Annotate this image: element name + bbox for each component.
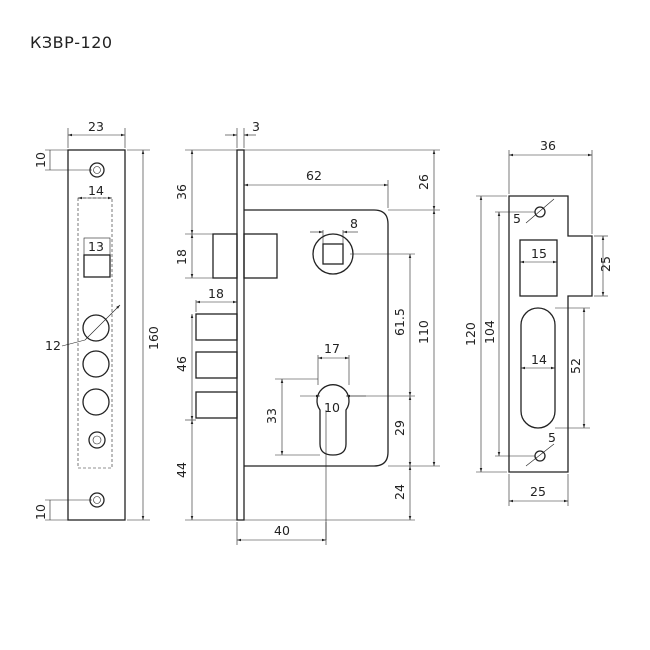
strike-top-screw bbox=[534, 206, 546, 218]
bottom-screw-inner bbox=[93, 496, 101, 504]
dim-faceplate-top-offset: 10 bbox=[33, 152, 48, 168]
dim-cyl-backset: 40 bbox=[274, 523, 290, 538]
lock-body-box bbox=[244, 209, 389, 467]
deadbolt-2 bbox=[195, 351, 238, 379]
dim-body-height: 110 bbox=[416, 320, 431, 344]
dim-strike-screw-top: 5 bbox=[513, 211, 521, 226]
mid-screw-inner bbox=[92, 435, 102, 445]
dim-latch-height: 18 bbox=[174, 249, 189, 265]
dim-cyl-height: 33 bbox=[264, 408, 279, 424]
strike-plate-view: 36 25 15 5 14 52 5 120 104 bbox=[463, 138, 613, 506]
dim-faceplate-height: 160 bbox=[146, 326, 161, 350]
top-screw-inner bbox=[93, 166, 101, 174]
dim-cyl-pin: 10 bbox=[324, 400, 340, 415]
dim-bolt-length: 18 bbox=[208, 286, 224, 301]
dim-square-hole: 13 bbox=[88, 239, 104, 254]
bolt-hole-2 bbox=[82, 350, 110, 378]
strike-latch-window bbox=[519, 239, 558, 297]
latch-square-label-box bbox=[83, 237, 111, 256]
dim-top-gap: 26 bbox=[416, 174, 431, 190]
dim-top-to-box: 36 bbox=[174, 184, 189, 200]
deadbolt-1 bbox=[195, 313, 238, 341]
body-faceplate-edge bbox=[236, 149, 245, 521]
dim-bottom-gap: 24 bbox=[392, 484, 407, 500]
dim-slot-width: 14 bbox=[88, 183, 104, 198]
dim-strike-bolt-window: 14 bbox=[531, 352, 547, 367]
dim-cylinder-hole: 12 bbox=[45, 338, 61, 353]
dim-strike-latch-window: 15 bbox=[531, 246, 547, 261]
faceplate-view: 23 160 10 10 14 13 12 bbox=[33, 119, 161, 521]
dim-bolt-pitch: 46 bbox=[174, 356, 189, 372]
dim-cyl-bottom: 29 bbox=[392, 420, 407, 436]
bolt-hole-1 bbox=[82, 314, 110, 342]
dim-strike-latch-height: 25 bbox=[598, 256, 613, 272]
mid-screw-hole bbox=[88, 431, 106, 449]
latch-body bbox=[243, 233, 278, 279]
dim-strike-bolt-height: 52 bbox=[568, 358, 583, 374]
lock-body-view: 3 62 36 18 46 44 18 8 bbox=[174, 119, 440, 545]
latch-bolt bbox=[212, 233, 238, 279]
drawing-title: КЗВР-120 bbox=[30, 33, 113, 52]
dim-strike-base-width: 25 bbox=[530, 484, 546, 499]
dim-bolt-bottom: 44 bbox=[174, 462, 189, 478]
spindle-hub bbox=[312, 233, 354, 275]
cylinder-cutout bbox=[316, 384, 350, 456]
dim-plate-thickness: 3 bbox=[252, 119, 260, 134]
bolt-hole-3 bbox=[82, 388, 110, 416]
bottom-screw-hole bbox=[89, 492, 105, 508]
dim-strike-height: 120 bbox=[463, 322, 478, 346]
dim-strike-width: 36 bbox=[540, 138, 556, 153]
strike-plate-outline bbox=[508, 195, 593, 473]
latch-square-hole bbox=[83, 254, 111, 278]
faceplate-outline bbox=[67, 149, 126, 521]
dim-faceplate-bottom-offset: 10 bbox=[33, 504, 48, 520]
dim-strike-screw-bottom: 5 bbox=[548, 430, 556, 445]
dim-cyl-width: 17 bbox=[324, 341, 340, 356]
dim-spindle-to-cyl: 61.5 bbox=[392, 308, 407, 336]
deadbolt-3 bbox=[195, 391, 238, 419]
spindle-square bbox=[322, 243, 344, 265]
dim-strike-screw-spacing: 104 bbox=[482, 320, 497, 344]
dim-faceplate-width: 23 bbox=[88, 119, 104, 134]
dim-backset: 62 bbox=[306, 168, 322, 183]
dim-spindle-size: 8 bbox=[350, 216, 358, 231]
top-screw-hole bbox=[89, 162, 105, 178]
